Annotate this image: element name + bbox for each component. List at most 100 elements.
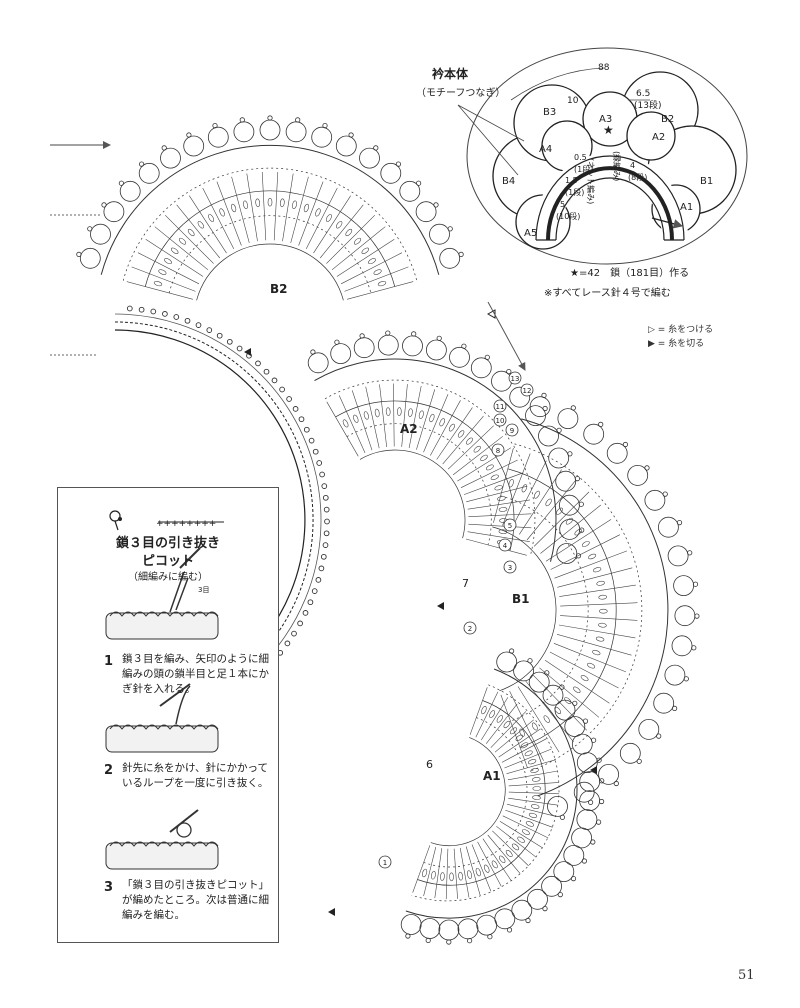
picot	[319, 471, 325, 478]
scallop	[553, 861, 575, 882]
scallop	[673, 575, 694, 596]
band-r1: (1段)	[574, 164, 593, 174]
picot	[323, 530, 330, 537]
picot	[310, 349, 316, 355]
row-number-labels: 7 6	[426, 577, 469, 771]
stitch-round	[507, 468, 617, 748]
picot	[195, 322, 202, 328]
picot	[236, 345, 243, 352]
arrow-note: 3目	[198, 586, 209, 594]
picot	[126, 305, 133, 312]
motif-label-a3: A3	[599, 114, 612, 125]
chain-loop	[361, 247, 370, 254]
chain-loop	[178, 237, 187, 245]
picot	[292, 406, 299, 412]
picot	[286, 396, 292, 402]
stitch-row-diagram: ++++++++	[156, 519, 224, 529]
scallop	[667, 545, 689, 567]
picot	[484, 354, 490, 360]
picot	[291, 630, 297, 637]
stitch-spoke	[319, 204, 364, 259]
stitch-spoke	[560, 602, 638, 607]
chain-loop	[449, 872, 454, 882]
scallop	[415, 201, 437, 223]
chain-loop	[515, 734, 524, 741]
neck-band	[546, 166, 674, 241]
scallop	[103, 201, 125, 223]
chart-label-b2: B2	[270, 282, 288, 296]
chain-loop	[494, 485, 503, 491]
stitch-round	[314, 358, 557, 562]
chain-loop	[197, 220, 204, 229]
stitch-round	[430, 737, 506, 847]
measure-top: 88	[598, 63, 610, 73]
chain-loop	[496, 715, 503, 723]
chain-loop	[598, 622, 607, 628]
picot	[567, 451, 573, 457]
band-m5: 5	[560, 200, 565, 209]
stitch-spoke	[202, 187, 235, 250]
scallop	[606, 442, 628, 464]
cut-marker	[244, 348, 251, 356]
picot	[318, 565, 325, 572]
chain-loop	[170, 247, 179, 254]
chain-loop	[527, 759, 537, 765]
chain-loop	[531, 722, 538, 731]
row-number: 3	[508, 564, 512, 572]
scallop	[335, 135, 357, 157]
row-circle	[491, 443, 505, 457]
stitch-spoke	[393, 383, 395, 447]
chain-loop	[581, 541, 590, 547]
motif-label-a4: A4	[539, 144, 552, 155]
band-m05: 0.5	[574, 153, 587, 162]
stitch-spoke	[145, 239, 204, 277]
chain-loop	[164, 258, 172, 265]
picot	[506, 927, 513, 933]
stitch-spoke	[525, 680, 574, 743]
overview-subtitle: （モチーフつなぎ）	[416, 86, 505, 99]
scallop	[644, 489, 666, 511]
stitch-spoke	[154, 226, 209, 271]
stitch-spoke	[533, 491, 590, 547]
chain-loop	[440, 872, 445, 881]
picot	[87, 226, 93, 232]
picot	[295, 117, 301, 123]
scallop	[425, 339, 447, 361]
picot	[590, 839, 596, 845]
row-number: 13	[511, 375, 520, 383]
chain-loop	[187, 228, 195, 237]
chain-loop	[588, 553, 597, 560]
stitch-spoke	[557, 567, 633, 588]
stitch-spoke	[507, 803, 557, 817]
stitch-spoke	[553, 643, 627, 673]
stitch-spoke	[502, 453, 531, 526]
row-circle	[508, 371, 522, 385]
chain-loop	[531, 777, 541, 782]
scallop	[573, 781, 595, 803]
stitch-round	[196, 243, 344, 301]
stitch-spoke	[453, 848, 458, 899]
scallop	[528, 671, 550, 693]
picot	[395, 161, 401, 167]
band-net: (ネット編み)	[586, 158, 596, 204]
chain-loop	[483, 864, 490, 873]
chain-loop	[485, 464, 494, 471]
stitch-spoke	[423, 847, 437, 897]
picot	[206, 327, 213, 333]
chain-loop	[342, 419, 349, 428]
picot	[101, 202, 107, 208]
chain-loop	[532, 786, 542, 791]
picot	[559, 684, 565, 690]
stitch-spoke	[465, 846, 481, 896]
scallop	[576, 752, 598, 773]
stitch-spoke	[340, 252, 403, 285]
scallop	[554, 699, 576, 721]
scallop	[653, 692, 675, 714]
scallop	[674, 605, 696, 627]
picot	[644, 465, 650, 471]
chain-loop	[457, 430, 465, 438]
scallop	[79, 247, 101, 269]
picot	[676, 519, 683, 526]
stitch-round	[335, 400, 515, 551]
stitch-spoke	[331, 226, 386, 271]
